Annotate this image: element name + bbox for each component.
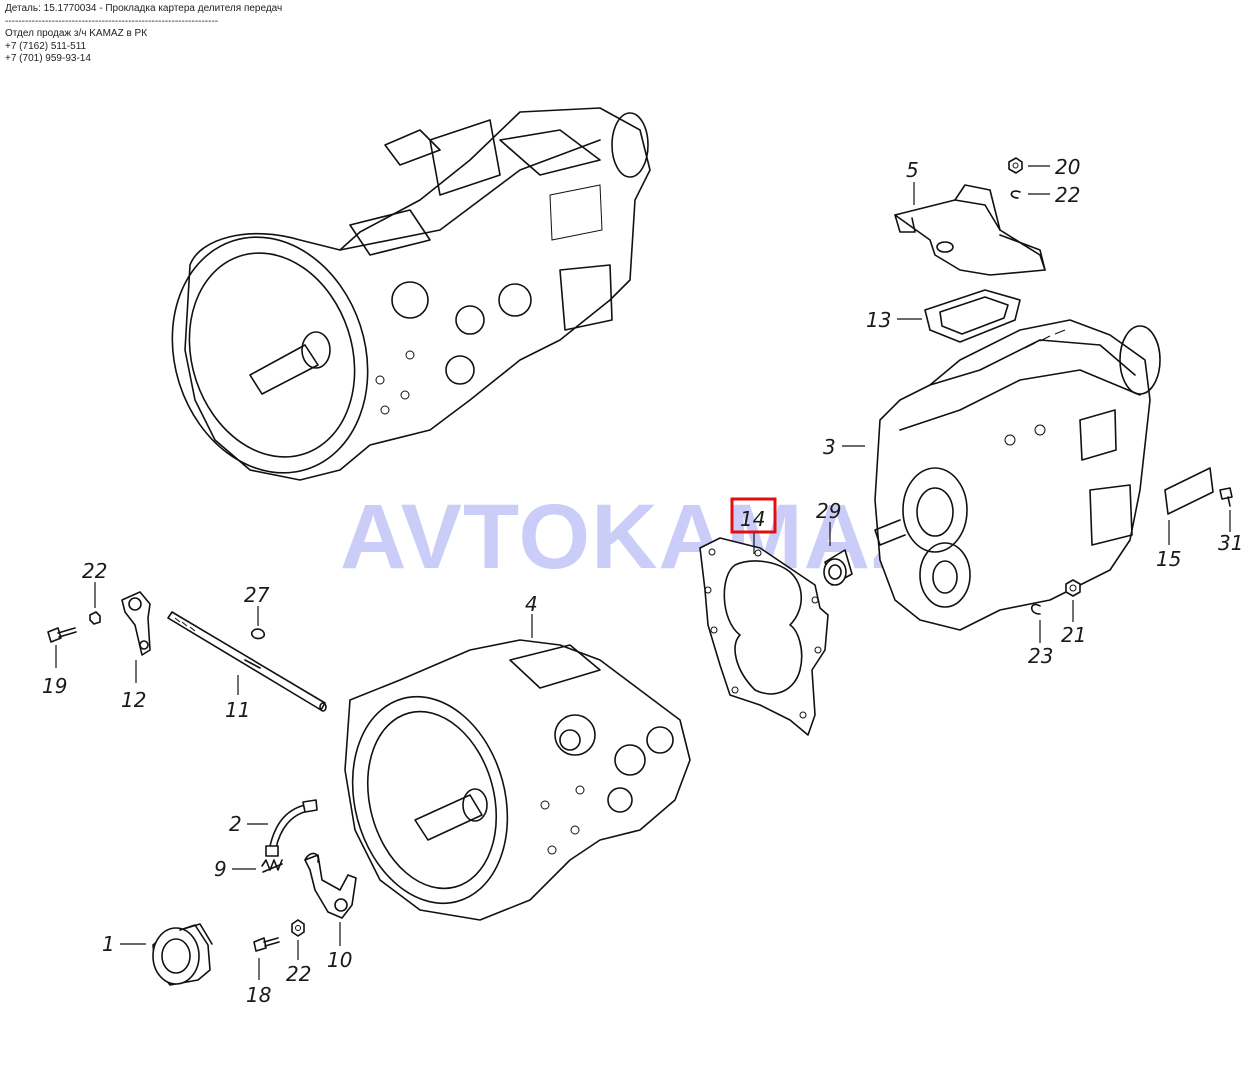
callout-9[interactable]: 9 — [214, 857, 227, 881]
callout-27[interactable]: 27 — [244, 583, 270, 607]
part-31-bolt[interactable] — [1219, 487, 1233, 507]
callout-10[interactable]: 10 — [327, 948, 352, 972]
part-5-shift-mechanism[interactable] — [894, 184, 1046, 276]
phone-number-2: +7 (701) 959-93-14 — [5, 53, 91, 64]
callout-21[interactable]: 21 — [1061, 623, 1086, 647]
callout-22-left[interactable]: 22 — [82, 559, 107, 583]
part-11-shaft[interactable] — [167, 611, 327, 712]
callout-11[interactable]: 11 — [225, 698, 250, 722]
callout-12[interactable]: 12 — [121, 688, 146, 712]
callout-3[interactable]: 3 — [823, 435, 836, 459]
callout-20[interactable]: 20 — [1055, 155, 1080, 179]
part-9-spring[interactable] — [261, 859, 283, 873]
part-22-washer-left[interactable] — [89, 611, 101, 625]
part-10-shift-fork[interactable] — [304, 852, 357, 919]
callout-15[interactable]: 15 — [1156, 547, 1181, 571]
callout-29[interactable]: 29 — [816, 499, 841, 523]
part-13-gasket[interactable] — [924, 289, 1021, 343]
phone-number-1: +7 (7162) 511-511 — [5, 40, 87, 52]
callout-22-top[interactable]: 22 — [1055, 183, 1080, 207]
part-18-bolt[interactable] — [253, 937, 280, 952]
callout-2[interactable]: 2 — [229, 812, 242, 836]
callout-19[interactable]: 19 — [42, 674, 67, 698]
callout-22-bottom[interactable]: 22 — [286, 962, 311, 986]
part-27-key[interactable] — [250, 628, 266, 640]
part-29-bearing[interactable] — [823, 549, 853, 586]
part-22-washer-bottom[interactable] — [291, 919, 305, 937]
callout-18[interactable]: 18 — [246, 983, 271, 1007]
highlight-box — [730, 497, 777, 534]
part-12-lever[interactable] — [121, 591, 151, 656]
part-4-gearbox-housing[interactable] — [330, 639, 691, 921]
part-2-hose[interactable] — [265, 799, 318, 857]
sales-department: Отдел продаж з/ч KAMAZ в РК — [5, 28, 148, 39]
part-1-release-bearing[interactable] — [152, 923, 213, 986]
callout-23[interactable]: 23 — [1028, 644, 1053, 668]
callout-5[interactable]: 5 — [906, 158, 919, 182]
gearbox-assembly-top[interactable] — [143, 107, 651, 498]
callout-13[interactable]: 13 — [866, 308, 891, 332]
part-19-bolt[interactable] — [47, 627, 77, 643]
part-detail-line: Деталь: 15.1770034 - Прокладка картера д… — [5, 3, 283, 14]
document-header: Деталь: 15.1770034 - Прокладка картера д… — [5, 3, 282, 66]
callout-1[interactable]: 1 — [102, 932, 115, 956]
part-20-nut[interactable] — [1008, 157, 1023, 174]
callout-14[interactable]: 14 — [740, 507, 765, 531]
part-21-nut[interactable] — [1065, 579, 1081, 597]
part-23-washer[interactable] — [1030, 603, 1041, 615]
part-14-divider-gasket[interactable] — [699, 537, 829, 736]
part-15-cover-plate[interactable] — [1164, 467, 1214, 515]
part-3-divider-housing[interactable] — [874, 319, 1161, 631]
callout-4[interactable]: 4 — [525, 592, 538, 616]
header-separator: ----------------------------------------… — [5, 15, 219, 27]
callout-31[interactable]: 31 — [1218, 531, 1243, 555]
part-22-washer-top[interactable] — [1010, 190, 1021, 199]
